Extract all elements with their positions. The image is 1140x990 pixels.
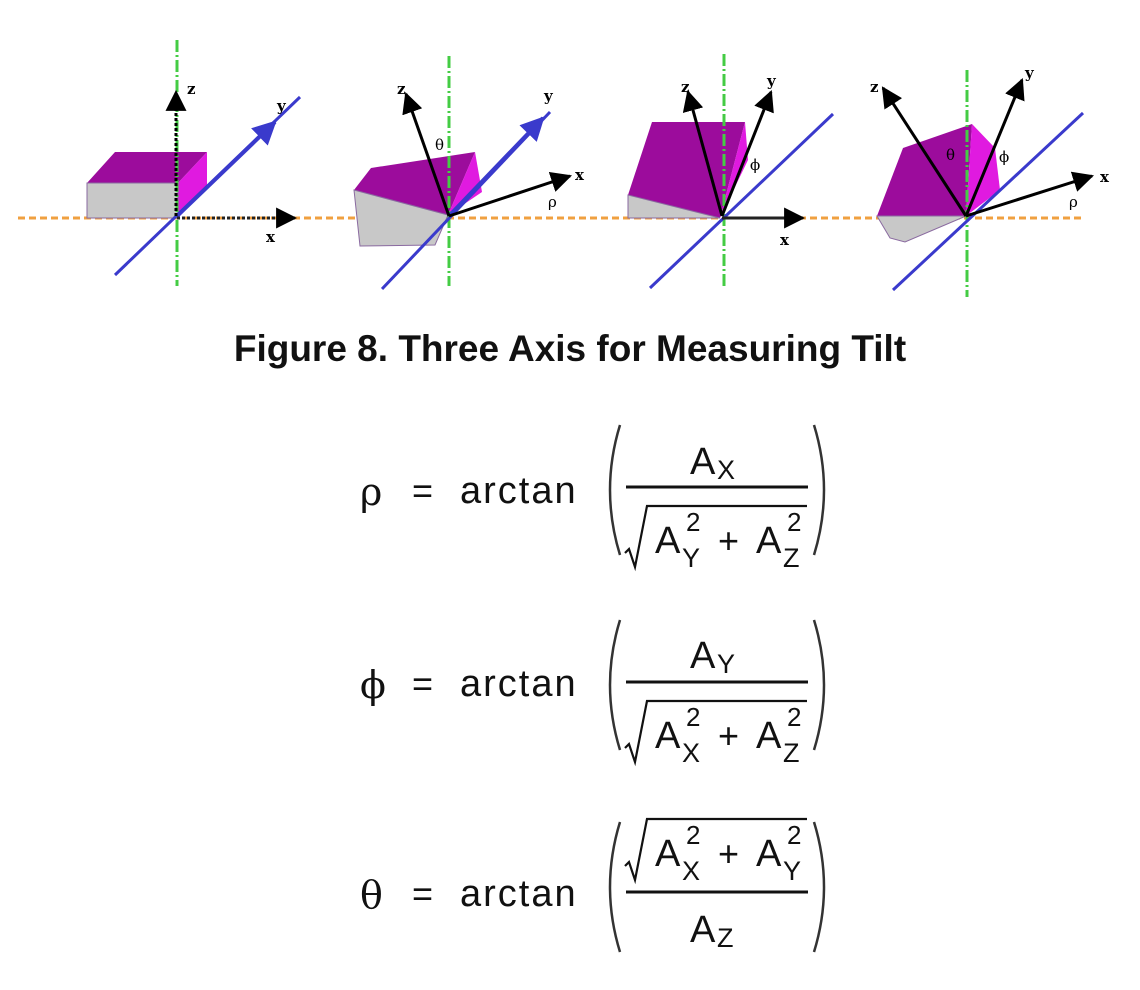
numerator-a-sup: 2 (686, 820, 700, 850)
denominator-a-sub: X (682, 738, 700, 768)
z-axis-label: z (397, 80, 406, 98)
denominator-b-sup: 2 (787, 702, 801, 732)
right-paren (812, 821, 826, 953)
denominator-b-sup: 2 (787, 507, 801, 537)
z-vector-arrow (881, 86, 968, 217)
denominator-a-sub: Y (682, 543, 700, 573)
block-front-face (353, 189, 449, 247)
x-axis-label: x (780, 231, 790, 249)
numerator-plus: + (718, 833, 739, 874)
numerator-a: A (655, 833, 681, 875)
y-axis-diagonal (648, 112, 835, 290)
block-side-face (448, 152, 482, 215)
sqrt-sign (624, 504, 807, 572)
denominator-b-sub: Z (783, 543, 800, 573)
sqrt-sign (624, 699, 807, 767)
denominator-sub: Z (717, 923, 734, 953)
panel-level: z y x (86, 40, 302, 286)
y-axis-label: y (543, 87, 554, 105)
eq-equals: = (412, 663, 433, 704)
numerator-a-sub: X (682, 856, 700, 886)
z-axis-label: z (187, 80, 196, 98)
y-axis-diagonal (891, 111, 1085, 292)
eq-equals: = (412, 873, 433, 914)
eq-lhs-symbol: θ (360, 873, 383, 917)
sqrt-sign (624, 817, 807, 885)
block-side-face (178, 152, 207, 218)
denominator-a: A (690, 909, 716, 951)
y-vector-arrow (447, 116, 545, 218)
z-vector-arrow (402, 92, 451, 217)
left-paren (608, 619, 622, 751)
right-paren (812, 424, 826, 556)
numerator-b: A (756, 833, 782, 875)
numerator-b-sub: Y (783, 856, 801, 886)
phi-angle-label: ϕ (750, 156, 760, 174)
panel-tilt-all: z y x θ ϕ ρ (870, 64, 1110, 297)
y-vector-arrow (964, 78, 1025, 217)
phi-angle-label: ϕ (999, 148, 1009, 166)
eq-equals: = (412, 470, 433, 511)
denominator-a: A (655, 715, 681, 757)
numerator-a: A (690, 635, 716, 677)
y-vector-arrow (175, 120, 277, 218)
eq-function-name: arctan (460, 873, 578, 915)
denominator-plus: + (718, 520, 739, 561)
z-axis-label: z (681, 78, 690, 96)
right-paren (812, 619, 826, 751)
equation-theta: θ = arctan A 2 X + A 2 Y A Z (360, 817, 826, 953)
eq-lhs-symbol: ρ (360, 470, 382, 514)
y-axis-label: y (766, 72, 777, 90)
denominator-b-sub: Z (783, 738, 800, 768)
x-axis-label: x (575, 166, 585, 184)
theta-angle-label: θ (946, 146, 955, 164)
x-axis-label: x (1100, 168, 1110, 186)
y-axis-label: y (276, 97, 287, 115)
denominator-b: A (756, 520, 782, 562)
figure-caption: Figure 8. Three Axis for Measuring Tilt (233, 328, 907, 369)
equation-phi: ϕ = arctan A Y A 2 X + A 2 Z (360, 619, 826, 768)
block-front-face (627, 194, 721, 219)
y-axis-label: y (1024, 64, 1035, 82)
x-vector-arrow (965, 171, 1095, 218)
denominator-a-sup: 2 (686, 702, 700, 732)
block-top-face (354, 152, 475, 215)
panel-tilt-rho: z y x θ ρ (353, 56, 585, 291)
panel-tilt-phi: z y x ϕ (627, 54, 835, 290)
eq-function-name: arctan (460, 663, 578, 705)
x-axis-label: x (266, 228, 276, 246)
block-front-face (876, 215, 967, 243)
eq-function-name: arctan (460, 470, 578, 512)
denominator-a: A (655, 520, 681, 562)
block-top-face (877, 124, 972, 216)
theta-angle-label: θ (435, 136, 444, 154)
numerator-sub: Y (717, 649, 735, 679)
left-paren (608, 424, 622, 556)
rho-angle-label: ρ (548, 193, 557, 211)
y-vector-arrow (720, 90, 774, 217)
eq-lhs-symbol: ϕ (360, 663, 386, 707)
z-vector-arrow (682, 89, 724, 217)
numerator-a: A (690, 441, 716, 483)
denominator-a-sup: 2 (686, 507, 700, 537)
numerator-b-sup: 2 (787, 820, 801, 850)
denominator-b: A (756, 715, 782, 757)
block-front-face (86, 182, 179, 219)
rho-angle-label: ρ (1069, 193, 1078, 211)
left-paren (608, 821, 622, 953)
x-vector-arrow (448, 171, 572, 218)
denominator-plus: + (718, 715, 739, 756)
equation-rho: ρ = arctan A X A 2 Y + A 2 Z (360, 424, 826, 573)
numerator-sub: X (717, 455, 735, 485)
z-axis-label: z (870, 78, 879, 96)
block-side-face (720, 122, 748, 218)
